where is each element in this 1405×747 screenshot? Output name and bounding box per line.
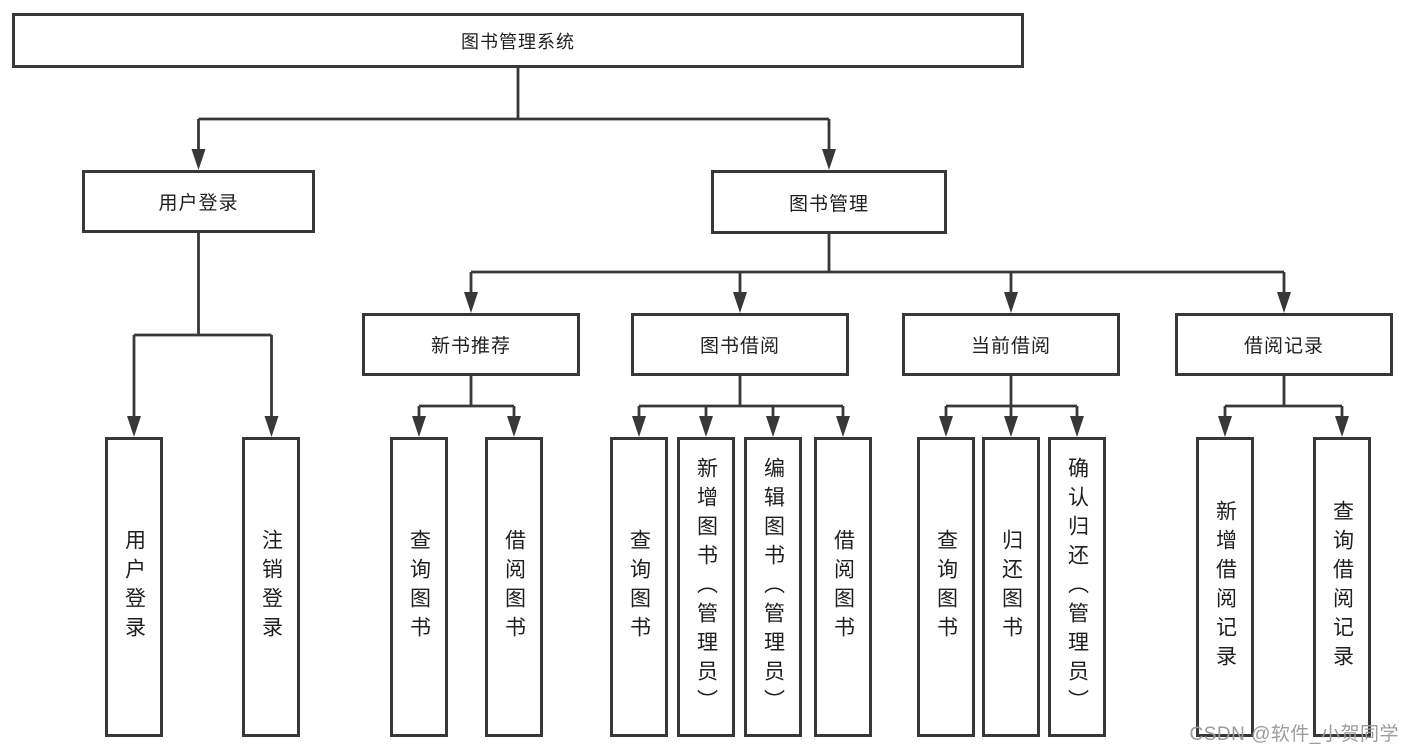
node-current-borrowing: 当前借阅 <box>902 313 1120 376</box>
watermark-text: CSDN @软件_小贺同学 <box>1189 724 1399 745</box>
node-add-books-admin: 新增图书（管理员） <box>677 437 735 737</box>
node-library-management-system: 图书管理系统 <box>12 13 1024 68</box>
node-query-borrow-record: 查询借阅记录 <box>1313 437 1371 737</box>
node-confirm-return-admin: 确认归还（管理员） <box>1048 437 1106 737</box>
node-add-borrow-record: 新增借阅记录 <box>1196 437 1254 737</box>
node-logout-login: 注销登录 <box>242 437 300 737</box>
node-borrowing-records: 借阅记录 <box>1175 313 1393 376</box>
node-new-book-recommendation: 新书推荐 <box>362 313 580 376</box>
node-borrow-books-rec: 借阅图书 <box>485 437 543 737</box>
node-query-books-rec: 查询图书 <box>390 437 448 737</box>
node-query-books-borrow: 查询图书 <box>610 437 668 737</box>
node-borrow-books-borrow: 借阅图书 <box>814 437 872 737</box>
node-book-borrowing: 图书借阅 <box>631 313 849 376</box>
node-return-books: 归还图书 <box>982 437 1040 737</box>
node-user-login: 用户登录 <box>105 437 163 737</box>
node-edit-books-admin: 编辑图书（管理员） <box>744 437 802 737</box>
node-book-management: 图书管理 <box>711 170 947 234</box>
node-query-books-current: 查询图书 <box>917 437 975 737</box>
node-user-login-group: 用户登录 <box>82 170 315 233</box>
